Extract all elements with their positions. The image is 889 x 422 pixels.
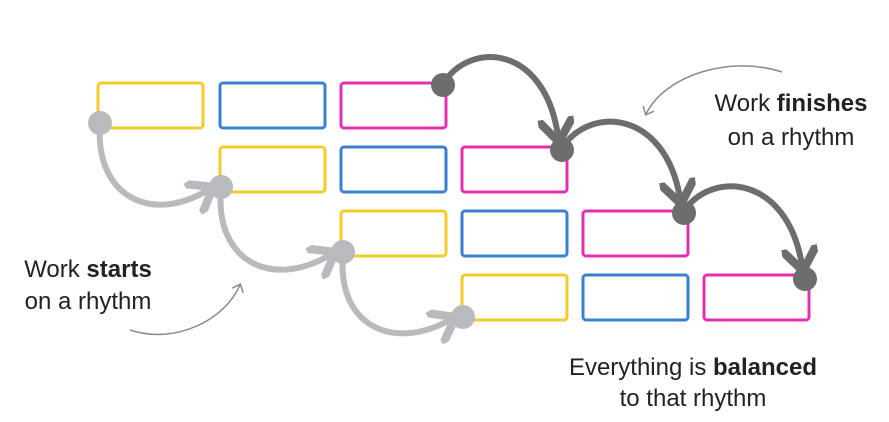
label-starts: Work starts <box>24 256 152 283</box>
work-box-blue <box>581 273 690 322</box>
start-arrows <box>96 122 450 333</box>
start-node <box>451 305 475 329</box>
label-starts-line2: on a rhythm <box>25 288 152 315</box>
start-arrow <box>217 187 330 270</box>
finish-arrow <box>681 183 802 265</box>
start-nodes <box>88 111 475 329</box>
start-node <box>88 111 112 135</box>
pointer-arrows <box>129 65 783 336</box>
start-node <box>209 175 233 199</box>
work-box-blue <box>460 209 569 258</box>
label-balanced-line2: to that rhythm <box>620 385 767 412</box>
work-box-magenta <box>581 209 690 258</box>
work-box-magenta <box>339 81 448 130</box>
start-arrow <box>96 122 208 205</box>
work-box-blue <box>339 145 448 194</box>
finish-nodes <box>431 73 817 291</box>
start-node <box>331 240 355 264</box>
label-finishes: Work finishes <box>715 90 868 117</box>
pointer-arrow-starts <box>129 283 244 336</box>
finish-node <box>431 73 455 97</box>
finish-node <box>672 201 696 225</box>
work-box-yellow <box>460 273 569 322</box>
label-finishes-line2: on a rhythm <box>728 124 855 151</box>
work-box-yellow <box>96 81 205 130</box>
finish-arrow <box>440 54 558 136</box>
work-box-magenta <box>460 145 569 194</box>
work-box-yellow <box>339 209 448 258</box>
finish-node <box>550 138 574 162</box>
finish-node <box>793 267 817 291</box>
pointer-arrow-finishes <box>642 65 783 116</box>
work-box-blue <box>218 81 327 130</box>
work-box-magenta <box>702 273 811 322</box>
work-boxes <box>96 81 811 322</box>
finish-arrows <box>440 54 802 265</box>
finish-arrow <box>559 118 680 198</box>
start-arrow <box>339 252 450 333</box>
work-box-yellow <box>218 145 327 194</box>
label-balanced: Everything is balanced <box>569 354 817 381</box>
